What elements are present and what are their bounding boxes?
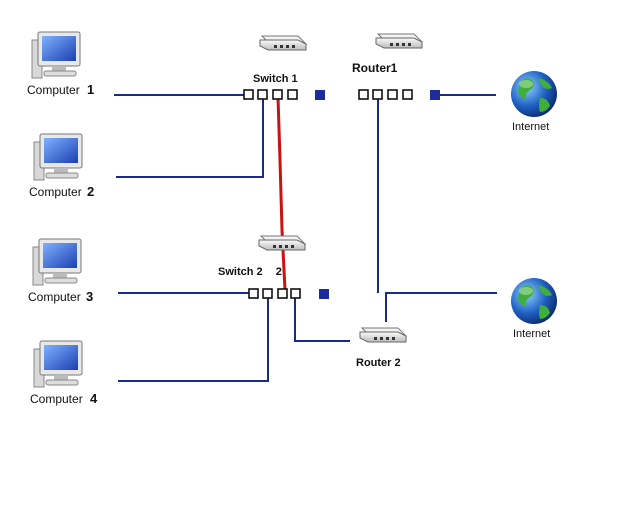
link-computer4-switch2 <box>118 297 269 382</box>
internet-1-label: Internet <box>512 121 550 133</box>
router1-wan-port <box>430 90 440 100</box>
computer-icon <box>31 31 81 79</box>
computer-3-label: Computer 3 <box>28 289 94 304</box>
links <box>114 94 497 382</box>
switch1-uplink-port <box>315 90 325 100</box>
router-2-label: Router 2 <box>356 357 401 369</box>
computer-4-label: Computer 4 <box>30 391 98 406</box>
switch2-uplink-port <box>319 289 329 299</box>
switch-2-extra-number: 2 <box>275 266 282 278</box>
router-icon <box>359 327 408 343</box>
globe-icon <box>511 71 557 117</box>
switch-2-label: Switch 2 2 <box>218 266 282 278</box>
computer-2-number: 2 <box>87 184 95 199</box>
switch-icon <box>258 235 307 251</box>
computer-2-label: Computer 2 <box>29 184 95 199</box>
computer-1-number: 1 <box>87 82 95 97</box>
trunk-link-switch1-switch2 <box>276 96 287 291</box>
link-switch2-router2 <box>294 297 350 342</box>
globe-icon <box>511 278 557 324</box>
computer-4-number: 4 <box>90 391 98 406</box>
link-router2-internet <box>385 292 497 322</box>
switch-1-label: Switch 1 <box>253 73 298 85</box>
switch-icon <box>259 35 308 51</box>
computer-3-number: 3 <box>86 289 94 304</box>
switch1-ports <box>243 89 325 100</box>
computer-1-label: Computer 1 <box>27 82 95 97</box>
link-computer2-switch1 <box>116 98 264 178</box>
router1-ports <box>358 89 440 100</box>
computer-icon <box>33 340 83 388</box>
computer-icon <box>33 133 83 181</box>
computer-icon <box>32 238 82 286</box>
internet-2-label: Internet <box>513 328 551 340</box>
router-1-label: Router1 <box>352 61 398 75</box>
switch2-ports <box>248 288 329 299</box>
router-icon <box>375 33 424 49</box>
